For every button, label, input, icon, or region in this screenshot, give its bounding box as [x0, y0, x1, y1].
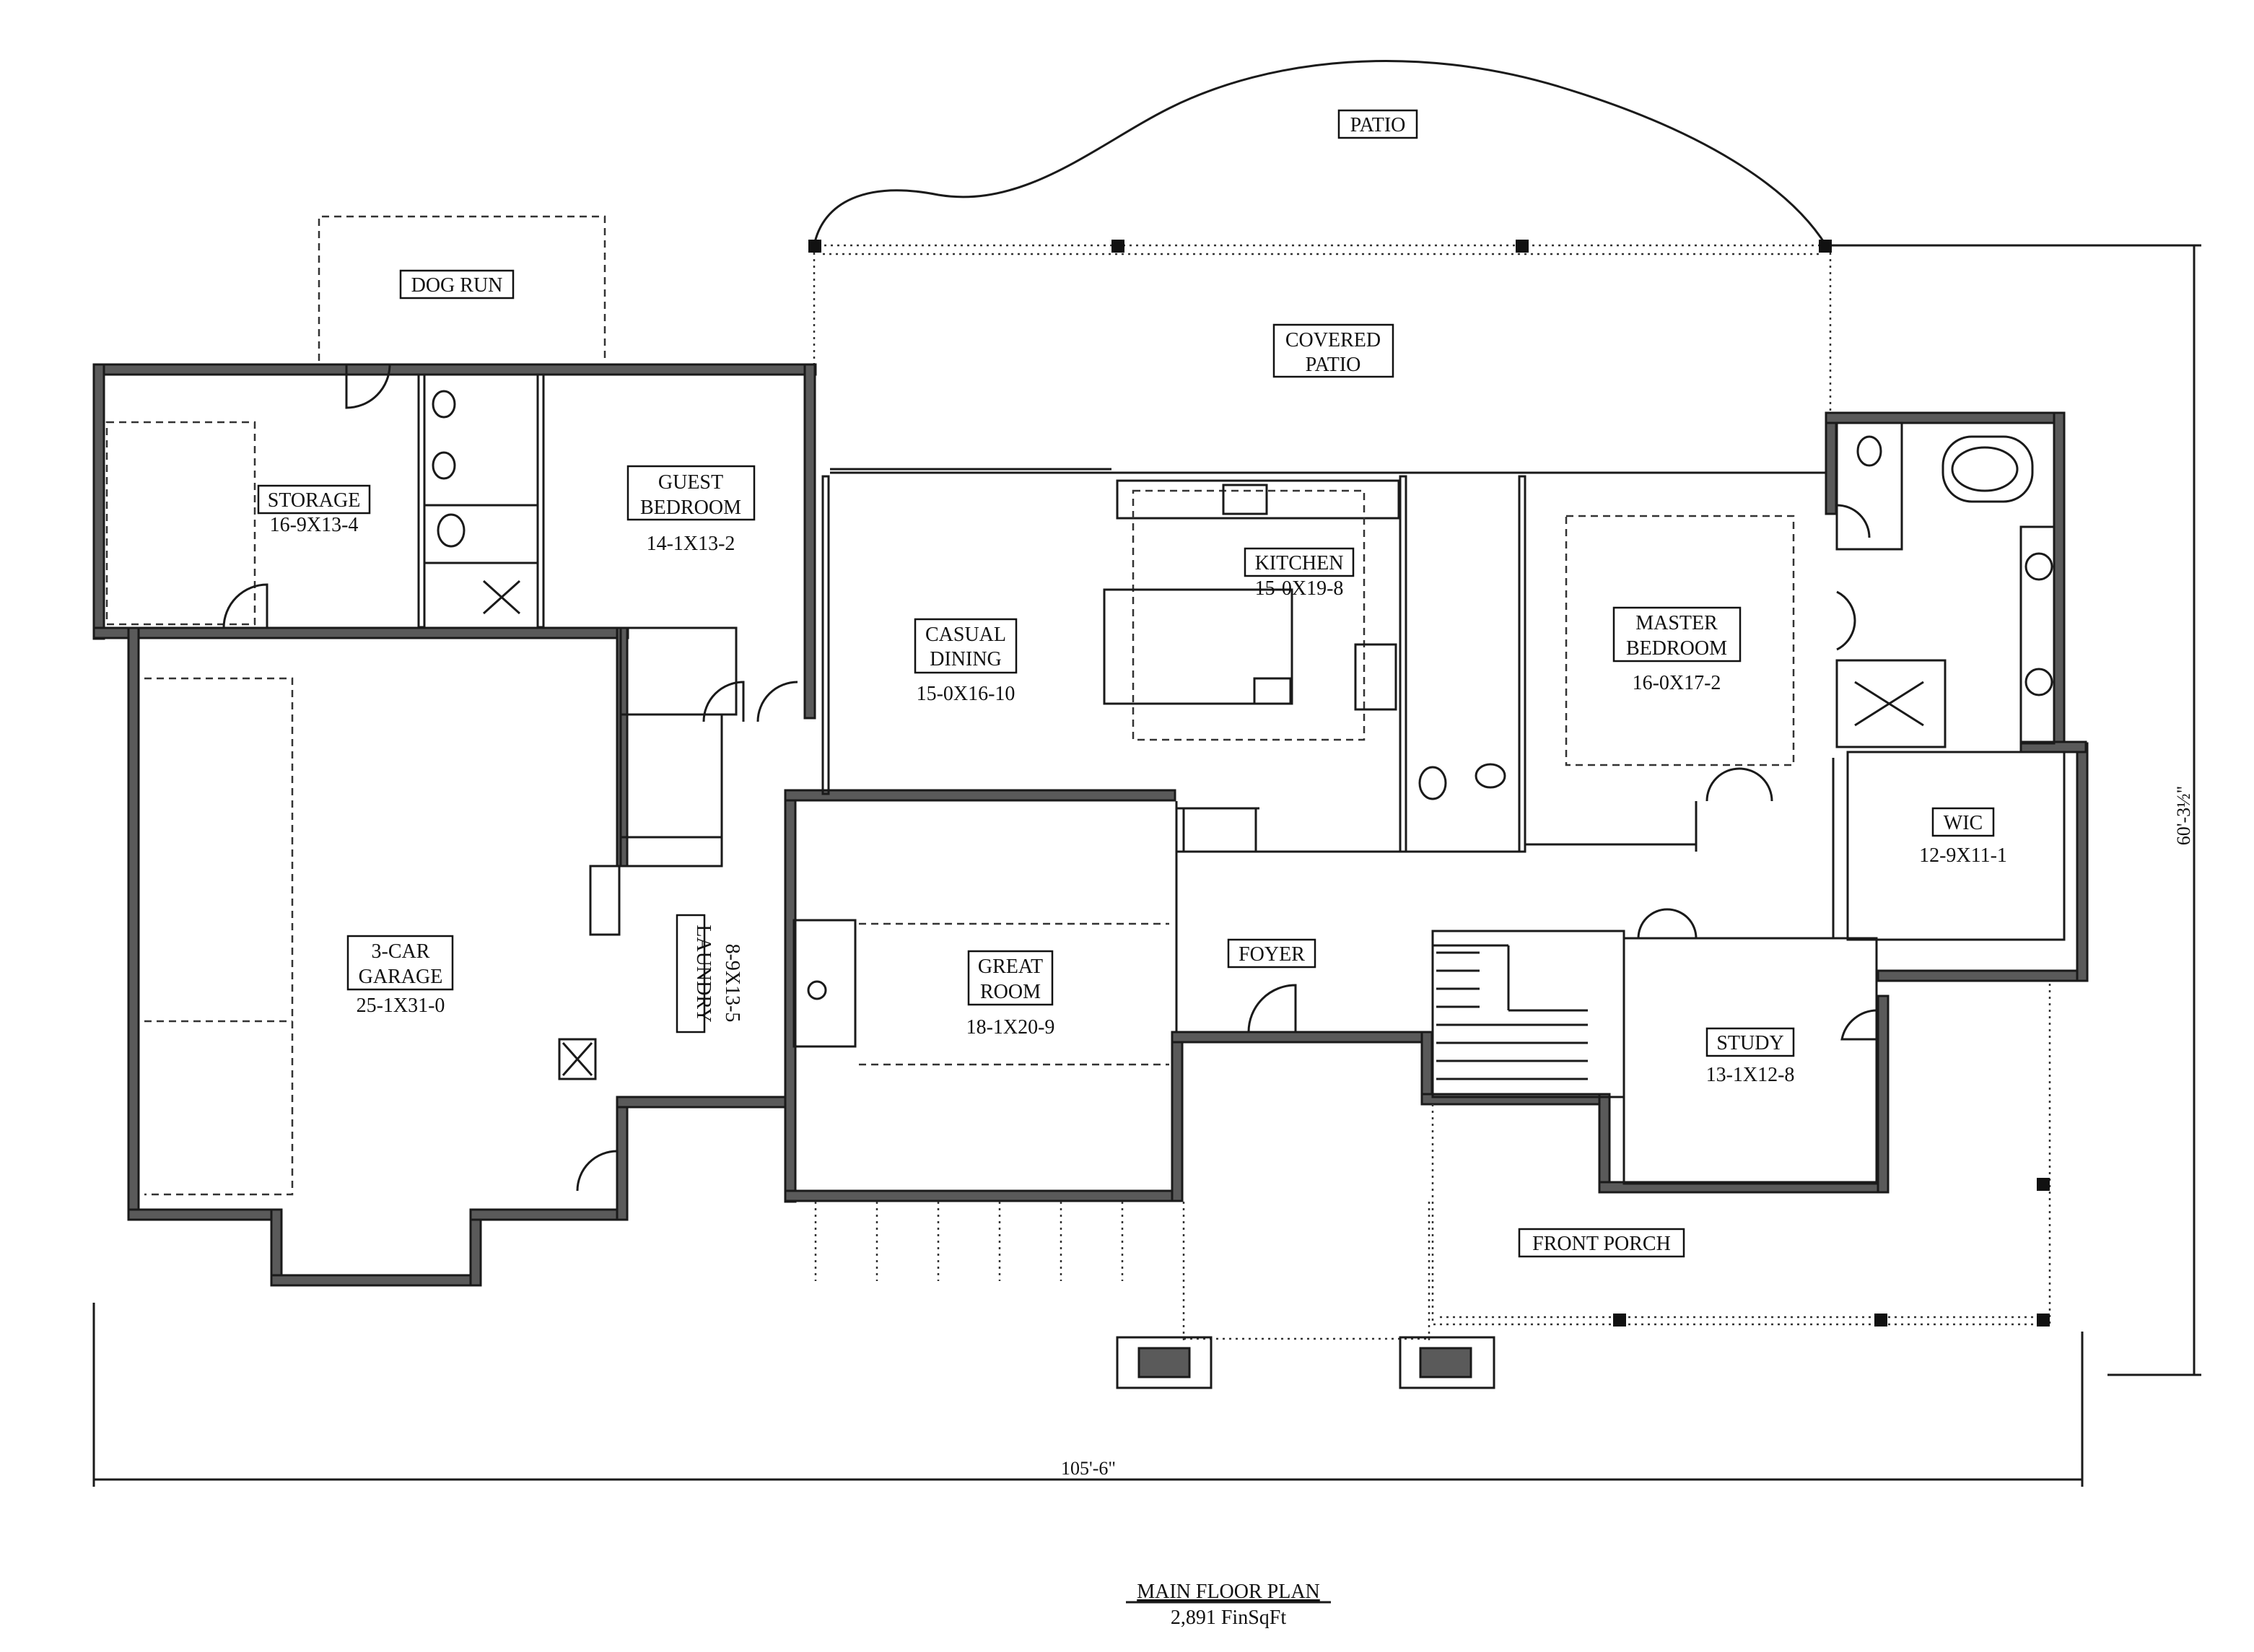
label-covered-patio: COVERED PATIO — [1272, 323, 1394, 378]
label-front-porch: FRONT PORCH — [1518, 1228, 1685, 1258]
label-storage: STORAGE 16-9X13-4 — [257, 484, 371, 536]
label-master-bedroom: MASTER BEDROOM 16-0X17-2 — [1612, 606, 1742, 694]
label-kitchen: KITCHEN 15-0X19-8 — [1244, 547, 1355, 600]
fireplace — [792, 919, 1169, 1066]
foyer-name: FOYER — [1239, 943, 1305, 966]
garage-details — [558, 865, 621, 1080]
guest-bedroom-line2: BEDROOM — [640, 497, 741, 519]
laundry-size: 8-9X13-5 — [721, 944, 743, 1023]
wic-size: 12-9X11-1 — [1919, 844, 2007, 867]
patio-outline — [813, 59, 2165, 247]
interior-walls — [417, 373, 2066, 1185]
great-room-line2: ROOM — [980, 981, 1041, 1003]
master-bedroom-line1: MASTER — [1635, 612, 1718, 634]
master-bedroom-size: 16-0X17-2 — [1633, 672, 1721, 694]
label-garage: 3-CAR GARAGE 25-1X31-0 — [346, 935, 454, 1017]
label-patio: PATIO — [1337, 109, 1418, 139]
covered-patio-frame — [808, 240, 1832, 474]
label-guest-bedroom: GUEST BEDROOM 14-1X13-2 — [626, 465, 756, 555]
patio-name: PATIO — [1350, 114, 1406, 136]
storage-name: STORAGE — [268, 489, 361, 512]
covered-patio-line1: COVERED — [1285, 329, 1381, 351]
depth-dimension-text: 60'-3½" — [2173, 786, 2194, 845]
covered-patio-line2: PATIO — [1306, 354, 1361, 376]
label-laundry: LAUNDRY 8-9X13-5 — [676, 914, 743, 1033]
wic-name: WIC — [1944, 812, 1983, 834]
master-bath-fixtures — [1565, 435, 2056, 766]
label-study: STUDY 13-1X12-8 — [1706, 1027, 1795, 1086]
plan-area: 2,891 FinSqFt — [1171, 1607, 1286, 1629]
casual-dining-line2: DINING — [930, 648, 1002, 670]
exterior-walls — [92, 363, 2089, 1287]
dog-run-outline — [318, 215, 606, 361]
label-dog-run: DOG RUN — [399, 269, 515, 300]
label-wic: WIC 12-9X11-1 — [1919, 807, 2007, 867]
stair — [1436, 951, 1588, 1080]
dog-run-name: DOG RUN — [411, 274, 503, 297]
width-dimension-text: 105'-6" — [1061, 1458, 1116, 1479]
guest-bedroom-line1: GUEST — [658, 471, 723, 494]
label-great-room: GREAT ROOM 18-1X20-9 — [966, 950, 1055, 1039]
master-bedroom-line2: BEDROOM — [1626, 637, 1727, 660]
label-foyer: FOYER — [1227, 938, 1316, 969]
study-name: STUDY — [1716, 1032, 1783, 1054]
kitchen-size: 15-0X19-8 — [1255, 577, 1344, 600]
garage-line1: 3-CAR — [372, 940, 430, 963]
study-size: 13-1X12-8 — [1706, 1064, 1795, 1086]
plan-title: MAIN FLOOR PLAN — [1137, 1581, 1320, 1603]
kitchen-name: KITCHEN — [1255, 552, 1344, 574]
garage-parking-lines — [105, 421, 294, 1196]
garage-size: 25-1X31-0 — [357, 995, 445, 1017]
casual-dining-line1: CASUAL — [925, 624, 1006, 646]
width-dimension — [92, 1303, 2084, 1487]
door-swings — [222, 364, 1879, 1192]
great-room-line1: GREAT — [978, 956, 1043, 978]
depth-dimension — [2107, 244, 2201, 1376]
kitchen-fixtures — [1103, 479, 1400, 853]
guest-bedroom-size: 14-1X13-2 — [647, 533, 735, 555]
great-room-size: 18-1X20-9 — [966, 1016, 1055, 1039]
garage-line2: GARAGE — [359, 966, 443, 988]
label-casual-dining: CASUAL DINING 15-0X16-10 — [914, 618, 1018, 705]
front-porch-name: FRONT PORCH — [1532, 1233, 1671, 1255]
guest-bath-fixtures — [432, 390, 1506, 800]
storage-size: 16-9X13-4 — [270, 514, 359, 536]
front-porch-frame — [814, 982, 2051, 1389]
casual-dining-size: 15-0X16-10 — [917, 683, 1015, 705]
laundry-name: LAUNDRY — [692, 925, 715, 1022]
